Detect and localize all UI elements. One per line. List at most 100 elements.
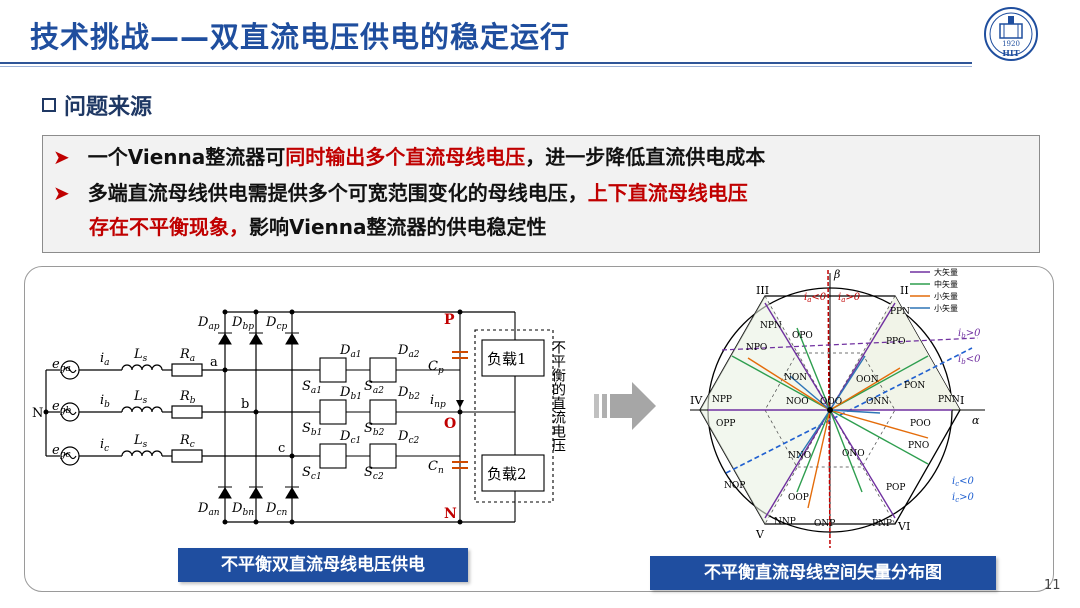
section-title: 问题来源 xyxy=(64,95,153,120)
svg-text:Sa2: Sa2 xyxy=(364,379,384,396)
node-n-label: N xyxy=(32,406,43,421)
svg-text:β: β xyxy=(833,268,840,281)
bullet-2-highlight: 上下直流母线电压 xyxy=(587,181,748,205)
logo-year: 1920 xyxy=(1002,40,1020,48)
svg-text:Ra: Ra xyxy=(179,347,195,364)
svg-text:ib>0: ib>0 xyxy=(958,328,981,340)
svg-text:PON: PON xyxy=(904,381,925,391)
svg-text:ia<0: ia<0 xyxy=(804,292,827,304)
svg-text:Cn: Cn xyxy=(428,459,444,476)
svg-text:V: V xyxy=(755,528,765,541)
svg-text:OPO: OPO xyxy=(792,331,813,341)
svg-text:Dbp: Dbp xyxy=(231,315,254,332)
svg-text:VI: VI xyxy=(897,520,910,533)
left-figure-caption: 不平衡双直流母线电压供电 xyxy=(178,548,468,582)
svg-text:NON: NON xyxy=(784,373,807,383)
svg-text:NNP: NNP xyxy=(774,517,796,527)
svg-text:Db2: Db2 xyxy=(397,385,420,402)
svg-text:Sa1: Sa1 xyxy=(302,379,322,396)
svg-text:α: α xyxy=(972,414,980,427)
svg-text:Ls: Ls xyxy=(133,433,148,450)
node-p-label: P xyxy=(444,312,455,328)
svg-text:Sb2: Sb2 xyxy=(364,421,385,438)
svg-text:中矢量: 中矢量 xyxy=(934,279,958,289)
svg-text:Dcp: Dcp xyxy=(265,315,287,332)
right-figure-caption: 不平衡直流母线空间矢量分布图 xyxy=(650,556,996,590)
svg-text:ONO: ONO xyxy=(842,449,865,459)
svg-text:egb: egb xyxy=(52,399,71,416)
title-divider-light xyxy=(0,66,972,67)
svg-text:b: b xyxy=(241,397,249,412)
svg-text:Dc2: Dc2 xyxy=(397,429,419,446)
svg-text:Ls: Ls xyxy=(133,389,148,406)
load-1-label: 负载1 xyxy=(487,350,527,368)
svg-text:ic: ic xyxy=(100,437,109,454)
svg-text:POP: POP xyxy=(886,483,906,493)
svg-text:Dcn: Dcn xyxy=(265,501,287,518)
svg-text:c: c xyxy=(278,441,285,456)
vienna-circuit-diagram: N ega egb egc ia ib ic Ls Ls Ls Ra Rb Rc… xyxy=(32,309,566,525)
node-n2-label: N xyxy=(444,506,457,522)
svg-text:Rc: Rc xyxy=(179,433,195,450)
svg-text:NNO: NNO xyxy=(788,451,811,461)
university-logo-icon: 1920 HIT xyxy=(984,7,1038,61)
svg-text:OPP: OPP xyxy=(716,419,736,429)
svg-text:大矢量: 大矢量 xyxy=(934,268,958,277)
svg-text:ib: ib xyxy=(100,393,110,410)
svg-text:PNN: PNN xyxy=(938,395,960,405)
svg-text:PPO: PPO xyxy=(886,337,906,347)
svg-text:I: I xyxy=(960,394,964,407)
svg-text:Da1: Da1 xyxy=(339,343,362,360)
svg-text:ia>0: ia>0 xyxy=(838,292,861,304)
title-divider xyxy=(0,62,972,64)
problem-box: ➤一个Vienna整流器可同时输出多个直流母线电压，进一步降低直流供电成本 ➤多… xyxy=(42,135,1040,253)
svg-text:Db1: Db1 xyxy=(339,385,362,402)
bullet-2-line2-highlight: 存在不平衡现象， xyxy=(89,215,249,239)
svg-text:ONN: ONN xyxy=(866,397,889,407)
svg-text:小矢量: 小矢量 xyxy=(934,303,958,313)
svg-text:OON: OON xyxy=(856,375,879,385)
svg-text:ia: ia xyxy=(100,351,110,368)
svg-text:Dan: Dan xyxy=(197,501,220,518)
svg-text:III: III xyxy=(756,284,769,297)
bullet-1-prefix: 一个Vienna整流器可 xyxy=(87,145,286,169)
svg-text:Sc1: Sc1 xyxy=(302,465,322,482)
svg-text:ic<0: ic<0 xyxy=(952,476,975,488)
page-number: 11 xyxy=(1044,578,1061,593)
svg-text:ic>0: ic>0 xyxy=(952,492,975,504)
svg-text:Cp: Cp xyxy=(428,359,444,376)
arrow-bullet-icon: ➤ xyxy=(53,145,70,169)
svg-text:POO: POO xyxy=(910,419,931,429)
svg-text:ib<0: ib<0 xyxy=(958,354,981,366)
load-2-label: 负载2 xyxy=(487,465,527,483)
svg-text:Rb: Rb xyxy=(179,389,196,406)
svg-text:Da2: Da2 xyxy=(397,343,420,360)
vector-legend: 大矢量 中矢量 小矢量 小矢量 xyxy=(910,268,958,313)
svg-text:OOP: OOP xyxy=(788,493,809,503)
right-arrow-icon xyxy=(594,382,656,430)
svg-text:inp: inp xyxy=(430,393,446,410)
bullet-item-1: ➤一个Vienna整流器可同时输出多个直流母线电压，进一步降低直流供电成本 xyxy=(53,140,765,174)
bullet-1-suffix: ，进一步降低直流供电成本 xyxy=(525,145,766,169)
svg-text:PNO: PNO xyxy=(908,441,929,451)
svg-text:Dbn: Dbn xyxy=(231,501,254,518)
current-arrow-icon xyxy=(456,400,464,408)
svg-text:Ls: Ls xyxy=(133,347,148,364)
page-title: 技术挑战——双直流电压供电的稳定运行 xyxy=(30,20,571,54)
svg-text:NPP: NPP xyxy=(712,395,732,405)
node-o-label: O xyxy=(444,416,456,432)
logo-letters: HIT xyxy=(1002,48,1019,58)
svg-text:NOO: NOO xyxy=(786,397,809,407)
svg-text:egc: egc xyxy=(52,443,71,460)
bullet-2-normal: 多端直流母线供电需提供多个可宽范围变化的母线电压， xyxy=(87,181,588,205)
square-bullet-icon xyxy=(42,98,56,112)
arrow-bullet-icon: ➤ xyxy=(53,181,70,205)
svg-text:ega: ega xyxy=(52,357,71,374)
svg-text:Dap: Dap xyxy=(197,315,220,332)
svg-text:IV: IV xyxy=(690,394,703,407)
svg-text:Sc2: Sc2 xyxy=(364,465,384,482)
svg-text:II: II xyxy=(900,284,909,297)
svg-text:Dc1: Dc1 xyxy=(339,429,361,446)
bullet-item-2: ➤ 多端直流母线供电需提供多个可宽范围变化的母线电压，上下直流母线电压 xyxy=(53,176,748,210)
